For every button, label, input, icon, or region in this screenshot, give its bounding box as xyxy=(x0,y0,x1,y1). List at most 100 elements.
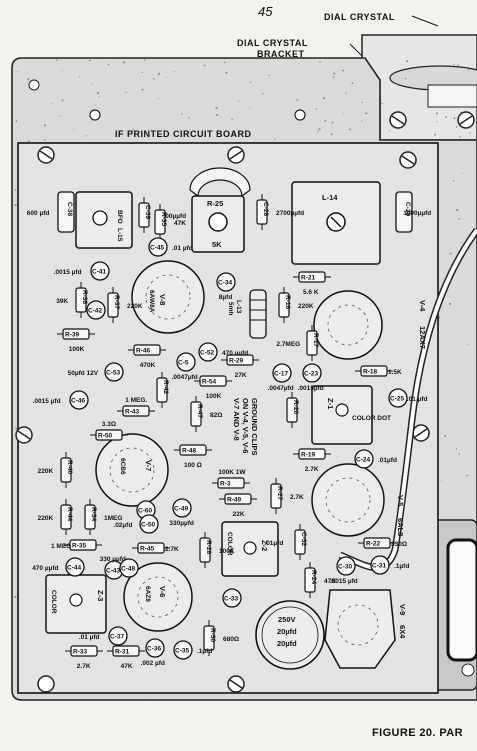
component-ref: C-37 xyxy=(110,634,124,641)
board-screw xyxy=(37,146,55,164)
component-value: 220K xyxy=(38,468,54,475)
component-ref: R-43 xyxy=(125,409,139,416)
tube-type: 6AZ8 xyxy=(144,586,151,602)
component-value: .01 µfd xyxy=(407,396,428,403)
component-value: 22K xyxy=(233,511,245,518)
component-value: 470 µµfd xyxy=(222,350,248,357)
tube-id: V-8 xyxy=(158,294,167,305)
figure-caption: FIGURE 20. PAR xyxy=(372,727,463,739)
component-ref: C-23 xyxy=(304,371,318,378)
component-value: 47K xyxy=(174,220,186,227)
tube-v5 xyxy=(311,463,385,537)
component-value: .1µfd xyxy=(394,563,409,570)
ground-clips-note: V-7 AND V-8 xyxy=(232,398,241,441)
component-r-50: R-503.3Ω xyxy=(90,421,128,441)
component-ref: C-32 xyxy=(300,532,307,546)
chassis-screw xyxy=(89,109,101,121)
component-ref: R-49 xyxy=(227,497,241,504)
dial-crystal-bracket-label-2: BRACKET xyxy=(257,49,305,59)
component-c-45: C-45.01 µfd xyxy=(148,237,193,257)
tube-v4 xyxy=(313,290,383,360)
coil-label: L-14 xyxy=(322,193,338,202)
component-ref: R-30 xyxy=(209,628,216,642)
tube-id: V-9 xyxy=(398,604,407,615)
component-r-47: R-47 82Ω xyxy=(190,396,222,432)
tube-v9 xyxy=(324,589,396,669)
component-value: 82Ω xyxy=(210,412,222,419)
component-c-48: C-48 xyxy=(119,558,139,578)
component-c-42: C-42 xyxy=(86,300,106,320)
component-value: 47K xyxy=(121,663,133,670)
tube-type: 6CB6 xyxy=(119,458,126,475)
component-ref: R-33 xyxy=(73,649,87,656)
component-value: .0015 µfd xyxy=(54,269,82,276)
component-value: 220K xyxy=(38,515,54,522)
dial-crystal-leader xyxy=(411,15,439,27)
component-value: .0047µfd xyxy=(172,374,198,381)
side-opening xyxy=(446,538,477,662)
component-ref: C-24 xyxy=(356,457,370,464)
tube-v8 xyxy=(131,260,205,334)
component-value: .01 µfd xyxy=(172,245,193,252)
tube-id: V-5 xyxy=(396,495,405,506)
component-value: 2.7K xyxy=(290,494,304,501)
coil-l15 xyxy=(75,191,133,249)
component-ref: C-31 xyxy=(372,563,386,570)
chassis-screw xyxy=(457,111,475,129)
component-ref: R-17 xyxy=(312,333,319,347)
component-value: .01µfd xyxy=(264,540,283,547)
component-ref: C-35 xyxy=(175,648,189,655)
component-c-23: C-23.0015µfd xyxy=(298,363,324,392)
component-c-31: C-31 .1µfd xyxy=(370,555,409,575)
board-screw xyxy=(227,146,245,164)
component-value: 680Ω xyxy=(223,636,239,643)
component-ref: R-22 xyxy=(366,541,380,548)
component-value: 50µfd 12V xyxy=(68,370,99,377)
component-value: .1µfd xyxy=(197,648,212,655)
component-ref: R-29 xyxy=(229,358,243,365)
coil-l13 xyxy=(249,289,267,339)
ground-clips-note: GROUND CLIPS xyxy=(250,398,259,456)
component-r-49: R-49 22K xyxy=(219,493,257,518)
electrolytic-rating: 20µfd xyxy=(277,639,297,648)
component-c-35: C-35 .1µfd xyxy=(173,640,212,660)
coil-note: COLOR xyxy=(226,532,233,556)
component-ref: R-19 xyxy=(301,452,315,459)
component-value: .02µfd xyxy=(113,522,132,529)
component-r-43: R-431 MEG. xyxy=(117,397,155,417)
coil-label: L-13 xyxy=(235,300,242,314)
tube-type: 12AX7 xyxy=(418,326,427,349)
chassis-screw xyxy=(294,109,306,121)
component-ref: R-18 xyxy=(363,369,377,376)
component-r-20: R-20 xyxy=(286,392,299,428)
component-c-30: C-30.0015 µfd xyxy=(330,556,358,585)
component-r-17: R-172.7MEG xyxy=(276,325,319,361)
component-ref: R-37 xyxy=(113,295,120,309)
component-ref: C-46 xyxy=(71,398,85,405)
component-value: 3.3Ω xyxy=(102,421,116,428)
component-ref: C-42 xyxy=(88,308,102,315)
component-value: 39K xyxy=(56,298,68,305)
component-ref: C-25 xyxy=(390,396,404,403)
component-r-33: R-332.7K xyxy=(65,645,103,670)
component-c-5: C-5.0047µfd xyxy=(172,352,198,381)
component-ref: R-47 xyxy=(196,404,203,418)
